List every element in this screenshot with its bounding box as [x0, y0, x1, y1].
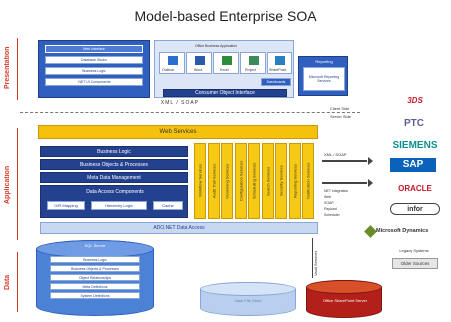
business-objects-layer: Business Objects & Processes [40, 159, 188, 170]
tier-line-presentation [17, 38, 18, 100]
office-header: Office Business Application [195, 44, 238, 48]
vendor-infor-logo: infor [390, 203, 440, 215]
integration-notes: NET integration Web SOAP Payload Schedul… [324, 188, 348, 218]
sql-row: Business Objects & Processes [50, 265, 140, 272]
vendor-sap-logo: SAP [390, 158, 436, 172]
integration-note: Payload [324, 207, 337, 211]
integration-arrowhead-bottom [368, 179, 373, 187]
outlook-icon [168, 56, 178, 65]
hierarchy-logic-box: Hierarchy Logic [91, 201, 147, 210]
dashboards-box: Dashboards [261, 78, 291, 86]
vendor-ptc-logo: PTC [404, 118, 424, 129]
tier-label-presentation: Presentation [4, 46, 11, 90]
legacy-box: Older Sources [392, 258, 438, 269]
sql-server-header: SQL Server [84, 243, 106, 248]
word-app-icon: Word [186, 52, 212, 74]
ado-net-bar: ADO.NET Data Access [40, 222, 318, 234]
integration-note: SOAP [324, 201, 334, 205]
project-icon [249, 56, 259, 65]
web-client-row: Database Studio [45, 56, 143, 64]
web-client-row: .NET UI Components [45, 78, 143, 86]
excel-icon [222, 56, 232, 65]
integration-arrow-bottom [322, 182, 367, 184]
service-column: Notification Services [302, 143, 314, 219]
reporting-panel: Reporting Microsoft Reporting Services [298, 56, 348, 96]
office-app-label: Outlook [162, 68, 175, 72]
file-store-label: Vault File Store [234, 298, 262, 303]
sql-row: System Definitions [50, 292, 140, 299]
or-mapping-box: O/R Mapping [47, 201, 85, 210]
word-icon [195, 56, 205, 65]
service-column: Audit Trail Services [207, 143, 220, 219]
tier-label-data: Data [4, 274, 11, 291]
client-server-divider [20, 112, 360, 113]
reporting-header: Reporting [315, 59, 333, 64]
sql-row: Object Relationships [50, 274, 140, 281]
integration-arrow-top [322, 160, 367, 162]
vendor-siemens-logo: SIEMENS [392, 140, 438, 151]
legacy-systems-label: Legacy Systems [399, 248, 429, 253]
web-client-row: Business Logic [45, 67, 143, 75]
data-access-title: Data Access Components [86, 189, 144, 195]
integration-arrowhead-top [368, 157, 373, 165]
sharepoint-cylinder-top [306, 280, 382, 294]
integration-note: NET integration [324, 189, 349, 193]
tier-line-application [17, 128, 18, 240]
sql-row: Meta Definitions [50, 283, 140, 290]
tier-line-data [17, 252, 18, 312]
tier-label-application: Application [4, 165, 11, 205]
data-access-components: Data Access Components O/R Mapping Hiera… [40, 185, 188, 218]
excel-app-icon: Excel [213, 52, 239, 74]
integration-label: XML / SOAP [324, 152, 347, 157]
vendor-3ds-logo: 3DS [407, 96, 423, 105]
integration-note: Web [324, 195, 332, 199]
office-app-label: Word [194, 68, 203, 72]
file-service-connector [312, 238, 313, 278]
service-column: Workflow Services [194, 143, 206, 219]
office-panel: Office Business Application Outlook Word… [154, 40, 294, 98]
sql-row: Business Logic [50, 256, 140, 263]
vendor-microsoft-dynamics-logo: Microsoft Dynamics [376, 228, 429, 234]
vendor-oracle-logo: ORACLE [398, 184, 432, 193]
service-column: Versioning Services [221, 143, 233, 219]
outlook-app-icon: Outlook [159, 52, 185, 74]
reporting-services-box: Microsoft Reporting Services [303, 67, 345, 91]
sharepoint-app-icon: SharePoint [267, 52, 292, 74]
consumer-object-interface: Consumer Object Interface [163, 89, 287, 97]
sharepoint-icon [275, 56, 285, 65]
service-column: Configuration Services [234, 143, 247, 219]
office-app-label: Project [245, 68, 256, 72]
service-column: Security Services [275, 143, 287, 219]
meta-data-layer: Meta Data Management [40, 172, 188, 183]
service-column: Search Services [261, 143, 274, 219]
web-services-bar: Web Services [38, 125, 318, 139]
business-logic-layer: Business Logic [40, 146, 188, 157]
office-app-label: SharePoint [269, 68, 287, 72]
client-side-label: Client Side [330, 106, 350, 111]
project-app-icon: Project [240, 52, 266, 74]
cache-box: Cache [153, 201, 183, 210]
server-side-label: Server Side [330, 114, 351, 119]
web-client-panel: Web Interface Database Studio Business L… [38, 40, 150, 98]
web-client-header: Web Interface [45, 45, 143, 53]
service-column: Scheduling Services [248, 143, 260, 219]
diagram-title: Model-based Enterprise SOA [134, 8, 317, 24]
service-column: Reporting Services [288, 143, 301, 219]
file-service-label: Vault Services [313, 250, 318, 276]
integration-note: Scheduler [324, 213, 340, 217]
sharepoint-label: Office SharePoint Server [322, 298, 368, 303]
office-app-label: Excel [220, 68, 229, 72]
presentation-protocol-label: XML / SOAP [160, 100, 200, 106]
file-store-cylinder-top [200, 282, 296, 296]
